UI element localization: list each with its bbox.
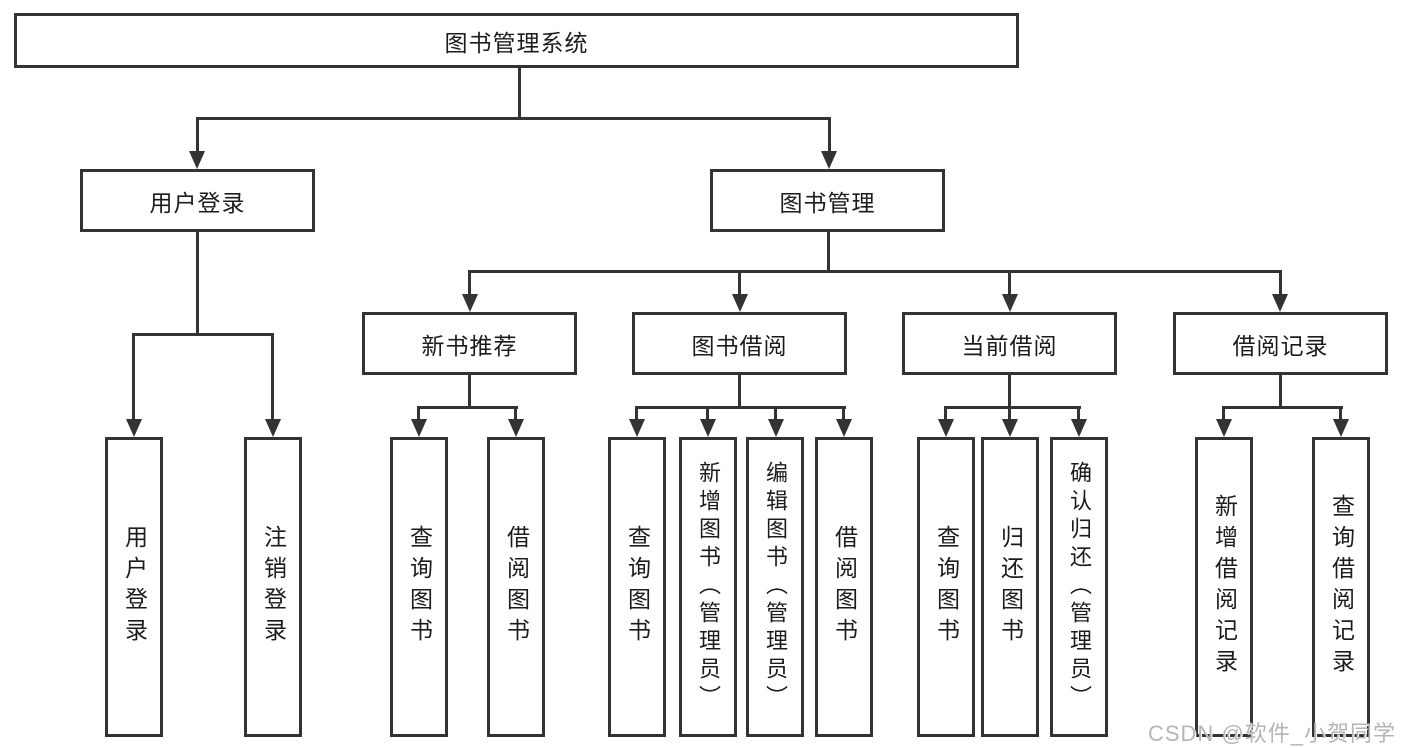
connector-drop-book-borrow [738, 270, 741, 296]
connector-borrow-rail [635, 406, 846, 409]
arrowhead-newrec-query [411, 419, 427, 437]
arrowhead-login-leaf [126, 419, 142, 437]
connector-drop-borrow-query [635, 406, 638, 421]
node-current-borrowing: 当前借阅 [902, 312, 1117, 375]
connector-drop-current-return [1008, 406, 1011, 421]
leaf-borrow-query-books: 查询图书 [608, 437, 666, 737]
arrowhead-borrow-records [1272, 294, 1288, 312]
connector-newrec-stem [468, 374, 471, 408]
connector-drop-new-book-rec [468, 270, 471, 296]
connector-records-stem [1279, 374, 1282, 408]
node-library-management-system: 图书管理系统 [14, 13, 1019, 68]
node-label: 用户登录 [149, 189, 246, 216]
connector-drop-borrow-records [1279, 270, 1282, 296]
connector-current-rail [944, 406, 1081, 409]
node-label: 新书推荐 [421, 332, 518, 359]
leaf-current-confirm-return-admin: 确认归还（管理员） [1050, 437, 1108, 737]
arrowhead-new-book-rec [462, 294, 478, 312]
node-label: 借阅图书 [503, 525, 530, 649]
connector-userlogin-stem [196, 231, 199, 335]
leaf-records-add-record: 新增借阅记录 [1195, 437, 1253, 737]
connector-newrec-rail [417, 406, 518, 409]
leaf-borrow-borrow-books: 借阅图书 [815, 437, 873, 737]
csdn-watermark: CSDN @软件_小贺同学 [1147, 721, 1396, 746]
leaf-borrow-add-books-admin: 新增图书（管理员） [679, 437, 737, 737]
connector-current-stem [1008, 374, 1011, 408]
node-label: 图书管理系统 [444, 29, 589, 56]
connector-drop-user-login [196, 117, 199, 153]
connector-drop-borrow-add [706, 406, 709, 421]
connector-drop-login-leaf [132, 333, 135, 421]
leaf-logout: 注销登录 [244, 437, 302, 737]
leaf-newrec-query-books: 查询图书 [390, 437, 448, 737]
arrowhead-current-confirm [1071, 419, 1087, 437]
arrowhead-book-borrow [732, 294, 748, 312]
connector-drop-records-add [1222, 406, 1225, 421]
connector-drop-logout-leaf [271, 333, 274, 421]
arrowhead-newrec-borrow [508, 419, 524, 437]
connector-drop-borrow-borrow [842, 406, 845, 421]
connector-bookmgmt-stem [827, 231, 830, 273]
node-label: 编辑图书（管理员） [763, 461, 788, 713]
node-book-management-group: 图书管理 [710, 169, 945, 232]
connector-drop-current-query [944, 406, 947, 421]
node-label: 查询借阅记录 [1328, 494, 1355, 680]
node-label: 查询图书 [406, 525, 433, 649]
node-label: 确认归还（管理员） [1067, 461, 1092, 713]
connector-userlogin-rail [132, 333, 274, 336]
leaf-current-return-books: 归还图书 [981, 437, 1039, 737]
arrowhead-book-mgmt [821, 151, 837, 169]
arrowhead-borrow-edit [768, 419, 784, 437]
node-label: 新增图书（管理员） [696, 461, 721, 713]
node-label: 注销登录 [260, 525, 287, 649]
connector-drop-book-mgmt [828, 117, 831, 153]
leaf-newrec-borrow-books: 借阅图书 [487, 437, 545, 737]
node-label: 归还图书 [997, 525, 1024, 649]
arrowhead-logout-leaf [265, 419, 281, 437]
leaf-records-query-record: 查询借阅记录 [1312, 437, 1370, 737]
node-label: 用户登录 [121, 525, 148, 649]
arrowhead-records-query [1333, 419, 1349, 437]
node-label: 借阅图书 [831, 525, 858, 649]
arrowhead-records-add [1216, 419, 1232, 437]
arrowhead-borrow-add [700, 419, 716, 437]
node-label: 查询图书 [933, 525, 960, 649]
connector-records-rail [1222, 406, 1343, 409]
node-user-login-group: 用户登录 [80, 169, 315, 232]
connector-drop-borrow-edit [774, 406, 777, 421]
leaf-user-login: 用户登录 [105, 437, 163, 737]
arrowhead-borrow-borrow [836, 419, 852, 437]
node-label: 新增借阅记录 [1211, 494, 1238, 680]
connector-drop-records-query [1339, 406, 1342, 421]
connector-drop-newrec-borrow [514, 406, 517, 421]
arrowhead-current-borrow [1002, 294, 1018, 312]
arrowhead-current-return [1002, 419, 1018, 437]
connector-borrow-stem [738, 374, 741, 408]
node-label: 图书管理 [779, 189, 876, 216]
connector-root-rail [196, 117, 831, 120]
node-label: 图书借阅 [691, 332, 788, 359]
connector-root-stem [518, 67, 521, 119]
arrowhead-user-login [189, 151, 205, 169]
connector-drop-newrec-query [417, 406, 420, 421]
connector-drop-current-borrow [1008, 270, 1011, 296]
node-label: 查询图书 [624, 525, 651, 649]
node-borrowing-records: 借阅记录 [1173, 312, 1388, 375]
node-new-book-recommend: 新书推荐 [362, 312, 577, 375]
leaf-borrow-edit-books-admin: 编辑图书（管理员） [746, 437, 804, 737]
connector-bookmgmt-rail [468, 270, 1282, 273]
node-label: 当前借阅 [961, 332, 1058, 359]
arrowhead-current-query [938, 419, 954, 437]
arrowhead-borrow-query [629, 419, 645, 437]
connector-drop-current-confirm [1077, 406, 1080, 421]
leaf-current-query-books: 查询图书 [917, 437, 975, 737]
node-book-borrowing: 图书借阅 [632, 312, 847, 375]
node-label: 借阅记录 [1232, 332, 1329, 359]
